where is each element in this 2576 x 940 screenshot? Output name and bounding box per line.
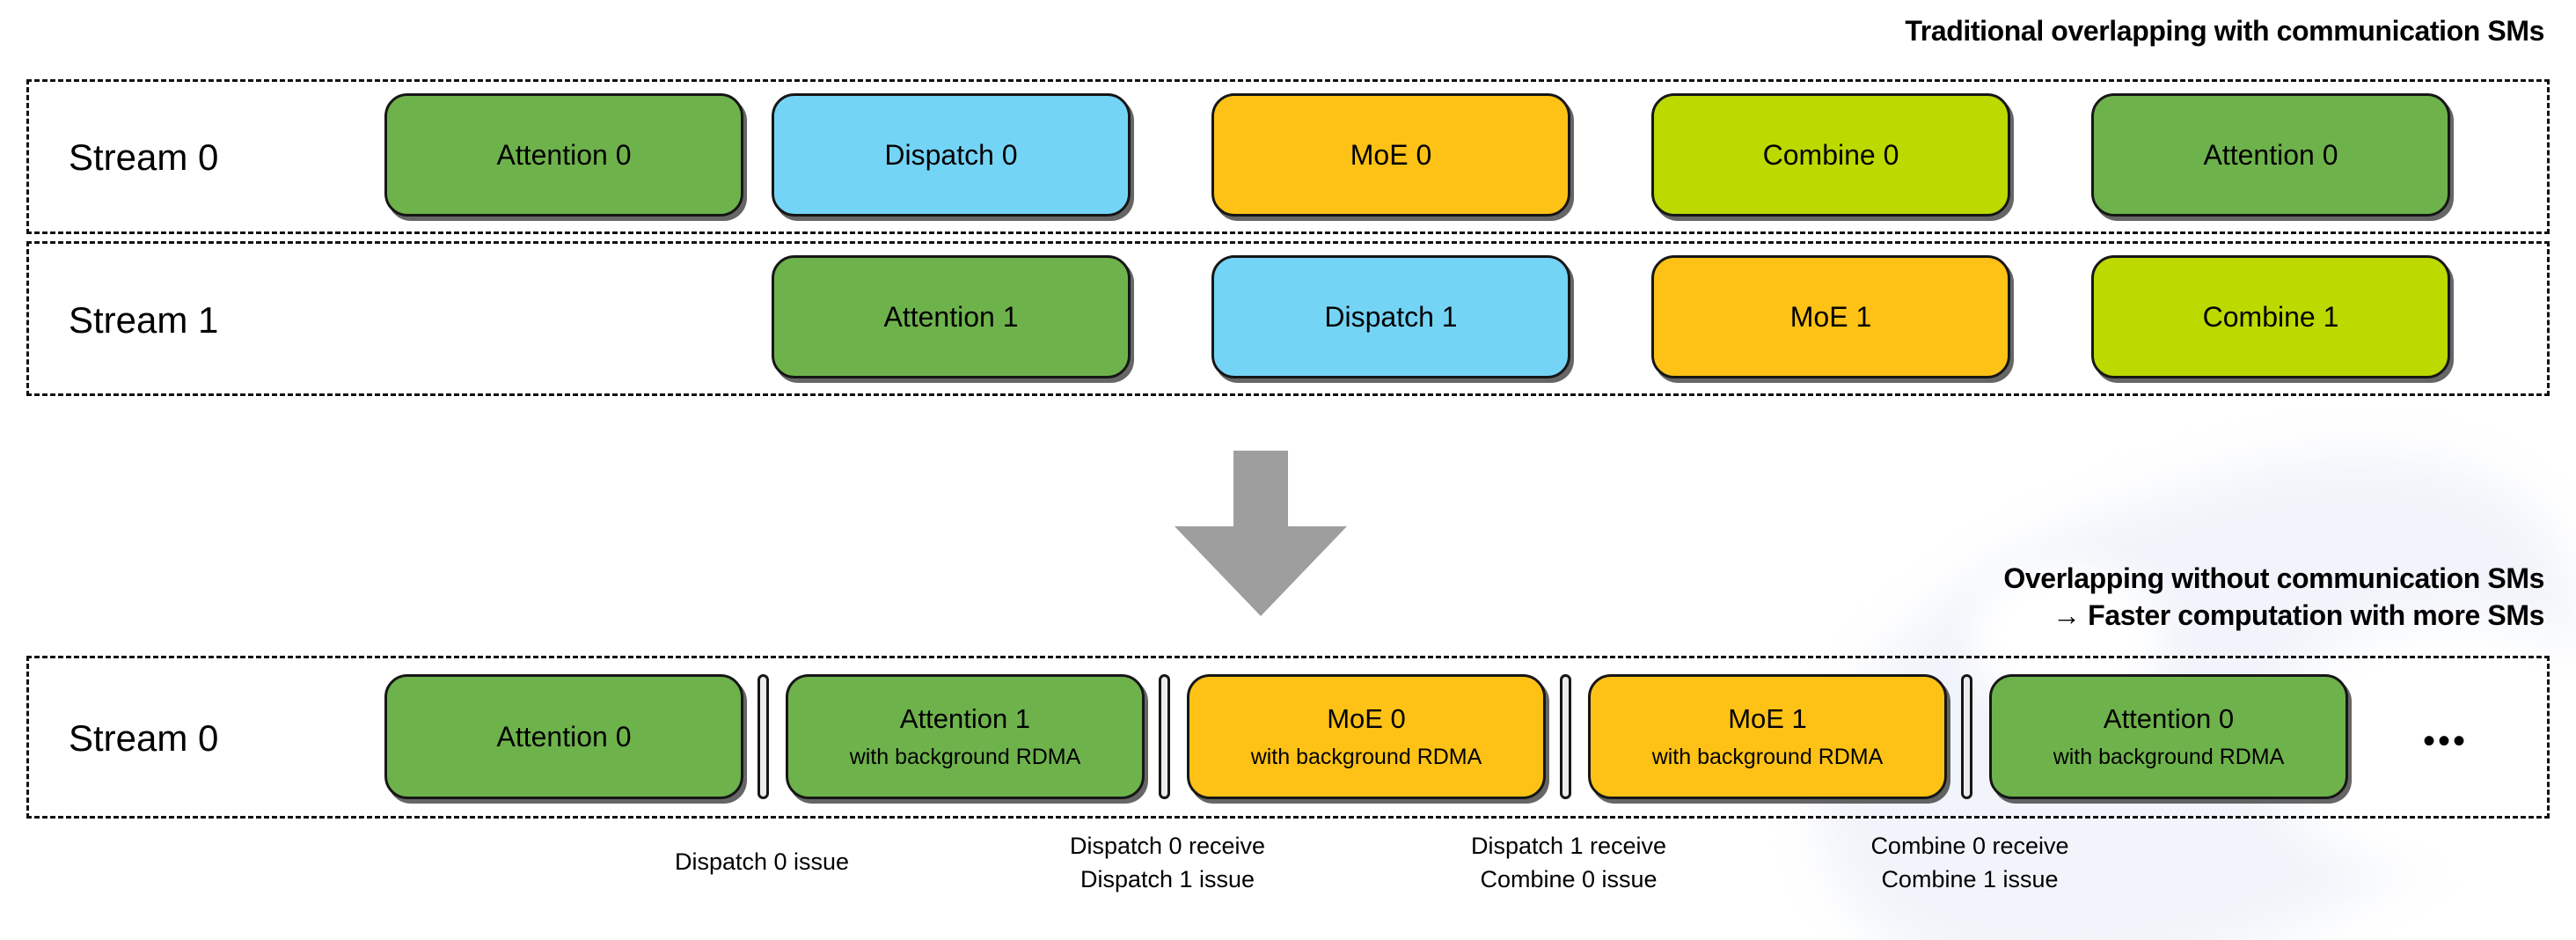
block-separator-1 [757,674,769,799]
block-attention-1-optimized[interactable]: Attention 1 with background RDMA [786,674,1145,799]
block-separator-4 [1961,674,1972,799]
block-title: Attention 0 [496,721,632,753]
traditional-stream-1-label: Stream 1 [69,299,219,341]
block-title: MoE 1 [1789,301,1872,333]
block-title: Attention 0 [2103,703,2235,734]
optimized-stream-0-lane [26,656,2550,819]
block-moe-0-stream0[interactable]: MoE 0 [1211,93,1570,217]
event-note-dispatch-1-receive: Dispatch 1 receive Combine 0 issue [1470,833,1667,892]
block-title: Dispatch 1 [1324,301,1458,333]
block-title: Attention 0 [2203,139,2338,171]
block-subtitle: with background RDMA [1651,745,1884,769]
transition-arrow-shaft [1233,451,1288,528]
block-subtitle: with background RDMA [849,745,1081,769]
block-title: MoE 1 [1728,703,1807,734]
block-separator-2 [1159,674,1170,799]
block-moe-1-stream1[interactable]: MoE 1 [1651,255,2010,378]
traditional-stream-0-lane [26,79,2550,234]
block-separator-3 [1560,674,1571,799]
block-attention-0-repeat-stream0[interactable]: Attention 0 [2091,93,2450,217]
block-moe-1-optimized[interactable]: MoE 1 with background RDMA [1588,674,1947,799]
event-note-combine-0-receive: Combine 0 receive Combine 1 issue [1870,833,2069,892]
block-combine-1-stream1[interactable]: Combine 1 [2091,255,2450,378]
traditional-stream-1-lane [26,241,2550,396]
block-title: MoE 0 [1327,703,1406,734]
optimized-section-caption: Overlapping without communication SMs → … [2003,562,2544,631]
continuation-ellipsis: ••• [2423,722,2469,760]
block-title: Dispatch 0 [884,139,1018,171]
event-note-dispatch-0-issue: Dispatch 0 issue [674,848,850,875]
block-title: Attention 0 [496,139,632,171]
block-combine-0-stream0[interactable]: Combine 0 [1651,93,2010,217]
block-subtitle: with background RDMA [2053,745,2285,769]
event-note-dispatch-0-receive: Dispatch 0 receive Dispatch 1 issue [1069,833,1266,892]
block-attention-0-stream0[interactable]: Attention 0 [384,93,743,217]
block-attention-0-repeat-optimized[interactable]: Attention 0 with background RDMA [1989,674,2348,799]
block-subtitle: with background RDMA [1250,745,1482,769]
block-title: Combine 0 [1762,139,1899,171]
block-title: Combine 1 [2202,301,2339,333]
block-title: Attention 1 [883,301,1019,333]
block-attention-0-optimized[interactable]: Attention 0 [384,674,743,799]
block-title: Attention 1 [899,703,1031,734]
traditional-section-caption: Traditional overlapping with communicati… [1905,15,2544,47]
traditional-stream-0-label: Stream 0 [69,136,219,178]
optimized-stream-0-label: Stream 0 [69,717,219,759]
block-dispatch-0-stream0[interactable]: Dispatch 0 [772,93,1131,217]
block-title: MoE 0 [1350,139,1432,171]
block-dispatch-1-stream1[interactable]: Dispatch 1 [1211,255,1570,378]
transition-arrow-head [1175,526,1347,616]
block-attention-1-stream1[interactable]: Attention 1 [772,255,1131,378]
block-moe-0-optimized[interactable]: MoE 0 with background RDMA [1187,674,1546,799]
